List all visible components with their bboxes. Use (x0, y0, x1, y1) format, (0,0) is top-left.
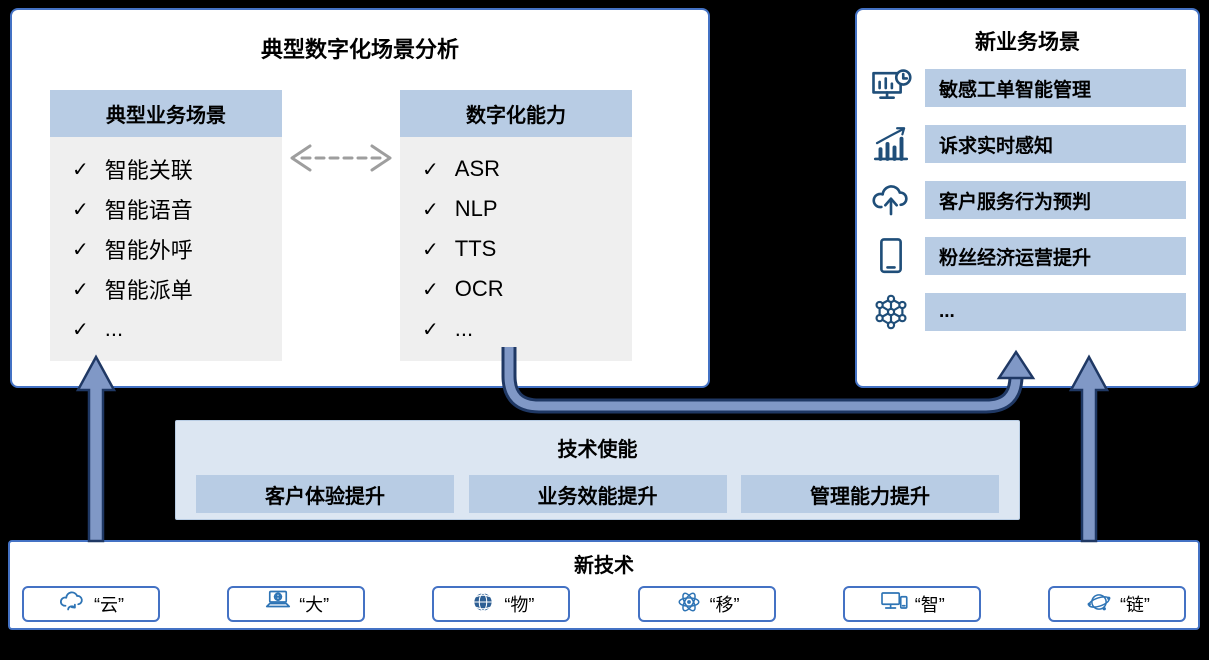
capability-column-header: 数字化能力 (400, 90, 632, 137)
network-icon (867, 291, 915, 333)
list-item-label: ... (104, 316, 124, 341)
checkmark-icon: ✓ (72, 238, 89, 261)
tech-box-smart: “智” (842, 586, 981, 622)
globe-icon (468, 587, 498, 622)
list-item: ✓... (72, 309, 282, 349)
checkmark-icon: ✓ (72, 158, 89, 181)
technology-panel: 新技术 “云” “大” (8, 540, 1200, 630)
list-item: ✓ TTS (422, 229, 632, 269)
list-item-label: 智能派单 (104, 278, 193, 303)
list-item-label: 智能关联 (104, 158, 193, 183)
desktop-phone-icon (879, 587, 909, 622)
business-list: ✓ 智能关联 ✓ 智能语音 ✓ 智能外呼 ✓ 智能派单 ✓... (50, 137, 282, 361)
tech-box-bigdata: “大” (227, 586, 366, 622)
checkmark-icon: ✓ (72, 278, 89, 301)
analysis-title: 典型数字化场景分析 (260, 37, 459, 62)
checkmark-icon: ✓ (422, 238, 439, 261)
enablement-title: 技术使能 (557, 439, 638, 461)
technology-boxes: “云” “大” (10, 586, 1198, 622)
tech-label: “智” (914, 595, 945, 615)
monitor-chart-icon (867, 67, 915, 109)
tech-box-chain: “链” (1047, 586, 1186, 622)
list-item-label: ASR (454, 156, 501, 181)
list-item-label: ... (454, 316, 474, 341)
checkmark-icon: ✓ (422, 158, 439, 181)
tech-label: “云” (94, 595, 124, 615)
scenario-label: ... (925, 293, 1186, 331)
checkmark-icon: ✓ (422, 318, 439, 341)
tech-box-mobile: “移” (637, 586, 776, 622)
enablement-panel: 技术使能 客户体验提升 业务效能提升 管理能力提升 (175, 420, 1020, 520)
technology-title: 新技术 (574, 555, 634, 577)
scenario-label: 敏感工单智能管理 (925, 69, 1186, 107)
scenario-row: 诉求实时感知 (867, 122, 1186, 166)
scenario-row: ... (867, 290, 1186, 334)
tablet-icon (867, 235, 915, 277)
enablement-box: 业务效能提升 (468, 475, 727, 513)
scenario-label: 客户服务行为预判 (925, 181, 1186, 219)
bar-chart-icon (867, 123, 915, 165)
list-item: ✓ OCR (422, 269, 632, 309)
new-scenarios-panel: 新业务场景 敏感工单智能管理 (855, 8, 1200, 388)
list-item: ✓ ASR (422, 149, 632, 189)
tech-box-iot: “物” (432, 586, 571, 622)
list-item-label: OCR (454, 276, 504, 301)
tech-box-cloud: “云” (22, 586, 160, 622)
checkmark-icon: ✓ (422, 278, 439, 301)
business-column-header: 典型业务场景 (50, 90, 282, 137)
capability-column: 数字化能力 ✓ ASR ✓ NLP ✓ TTS ✓ OCR ✓... (400, 90, 632, 361)
cloud-sync-icon (58, 587, 88, 622)
tech-label: “大” (299, 595, 330, 615)
enablement-box: 管理能力提升 (741, 475, 999, 513)
cloud-upload-icon (867, 179, 915, 221)
list-item-label: NLP (454, 196, 498, 221)
business-column: 典型业务场景 ✓ 智能关联 ✓ 智能语音 ✓ 智能外呼 ✓ 智能派单 ✓... (50, 90, 282, 361)
list-item: ✓ 智能关联 (72, 149, 282, 189)
list-item-label: 智能语音 (104, 198, 193, 223)
scenario-rows: 敏感工单智能管理 诉求实时感知 (867, 66, 1186, 346)
list-item-label: TTS (454, 236, 497, 261)
list-item-label: 智能外呼 (104, 238, 193, 263)
list-item: ✓ 智能派单 (72, 269, 282, 309)
scenario-row: 客户服务行为预判 (867, 178, 1186, 222)
list-item: ✓ 智能外呼 (72, 229, 282, 269)
atom-icon (674, 587, 704, 622)
analysis-panel: 典型数字化场景分析 典型业务场景 ✓ 智能关联 ✓ 智能语音 ✓ 智能外呼 ✓ 智能派单… (10, 8, 710, 388)
enablement-boxes: 客户体验提升 业务效能提升 管理能力提升 (176, 475, 1019, 513)
tech-label: “物” (504, 595, 535, 615)
checkmark-icon: ✓ (72, 318, 89, 341)
laptop-globe-icon (263, 587, 293, 622)
checkmark-icon: ✓ (72, 198, 89, 221)
list-item: ✓ 智能语音 (72, 189, 282, 229)
list-item: ✓ NLP (422, 189, 632, 229)
scenario-label: 粉丝经济运营提升 (925, 237, 1186, 275)
capability-list: ✓ ASR ✓ NLP ✓ TTS ✓ OCR ✓... (400, 137, 632, 361)
scenario-label: 诉求实时感知 (925, 125, 1186, 163)
enablement-box: 客户体验提升 (196, 475, 454, 513)
new-scenarios-title: 新业务场景 (975, 31, 1080, 54)
tech-label: “移” (709, 595, 740, 615)
scenario-row: 敏感工单智能管理 (867, 66, 1186, 110)
checkmark-icon: ✓ (422, 198, 439, 221)
list-item: ✓... (422, 309, 632, 349)
scenario-row: 粉丝经济运营提升 (867, 234, 1186, 278)
tech-label: “链” (1119, 595, 1150, 615)
chain-network-icon (1084, 587, 1114, 622)
